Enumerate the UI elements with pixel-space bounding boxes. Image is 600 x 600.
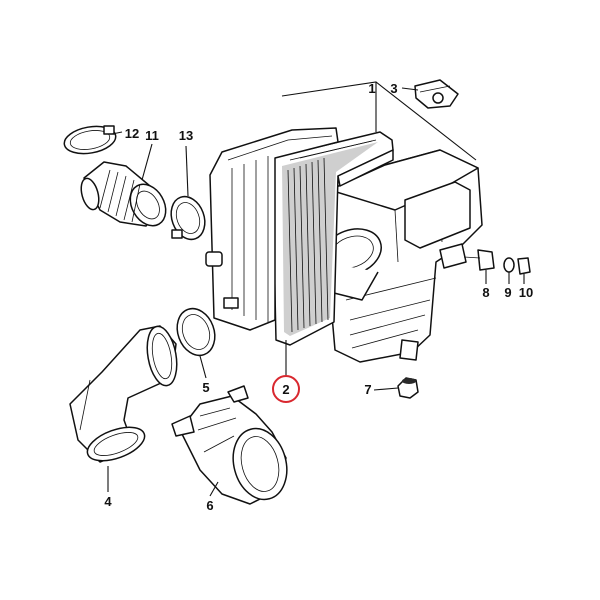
callout-1: 1 [368,81,375,96]
rubber-boot [171,385,288,505]
air-filter-housing [322,149,483,363]
seal-ring [170,195,206,241]
callout-13: 13 [179,128,193,143]
cap [397,377,419,399]
callout-5: 5 [202,380,209,395]
callout-2: 2 [282,382,289,397]
callout-8: 8 [482,285,489,300]
nut [517,257,531,275]
elbow-duct [69,325,178,463]
callout-6: 6 [206,498,213,513]
callout-7: 7 [364,382,371,397]
air-filter-element [271,131,394,346]
callout-labels: 1 2 3 4 5 6 7 8 9 10 11 12 13 [104,81,533,513]
callout-9: 9 [504,285,511,300]
callout-2-highlight-ring [272,375,300,403]
callout-3: 3 [390,81,397,96]
bolt [463,249,495,271]
intake-bellows [80,161,167,227]
hose-clamp [63,125,117,155]
callout-4: 4 [104,494,112,509]
bracket-clip [414,79,459,109]
leader-lines [107,81,525,497]
callout-10: 10 [519,285,533,300]
washer [503,257,515,273]
callout-11: 11 [145,128,159,143]
air-filter-cover [205,127,339,331]
o-ring [176,307,216,357]
callout-12: 12 [125,126,139,141]
